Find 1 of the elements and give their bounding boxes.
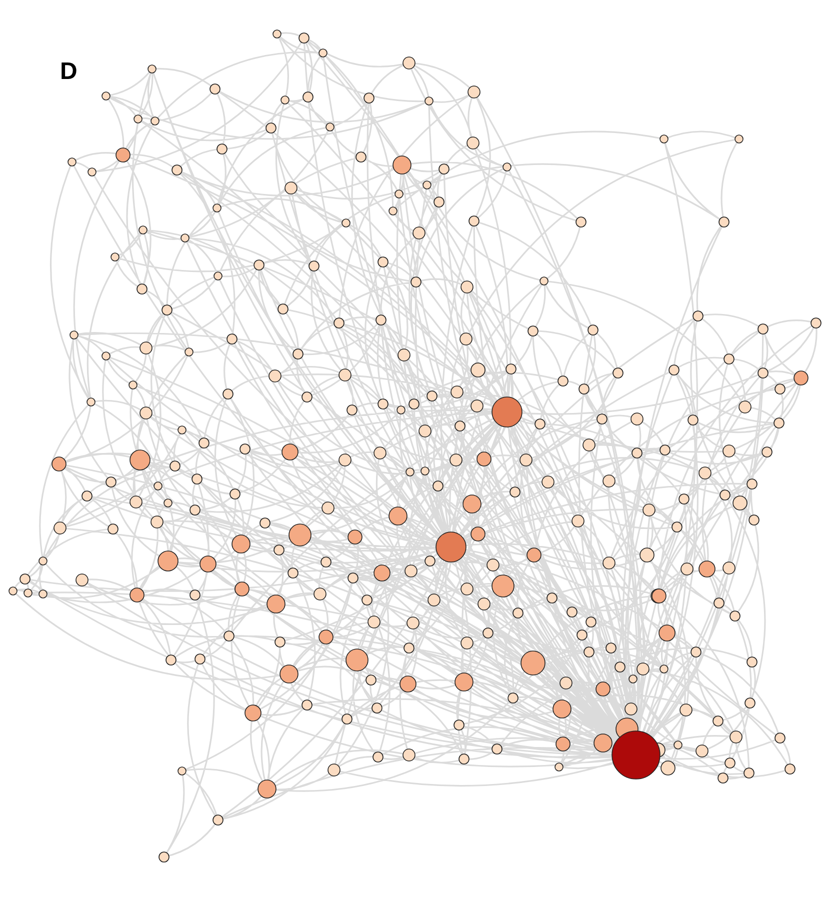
panel-letter: D: [60, 58, 78, 86]
